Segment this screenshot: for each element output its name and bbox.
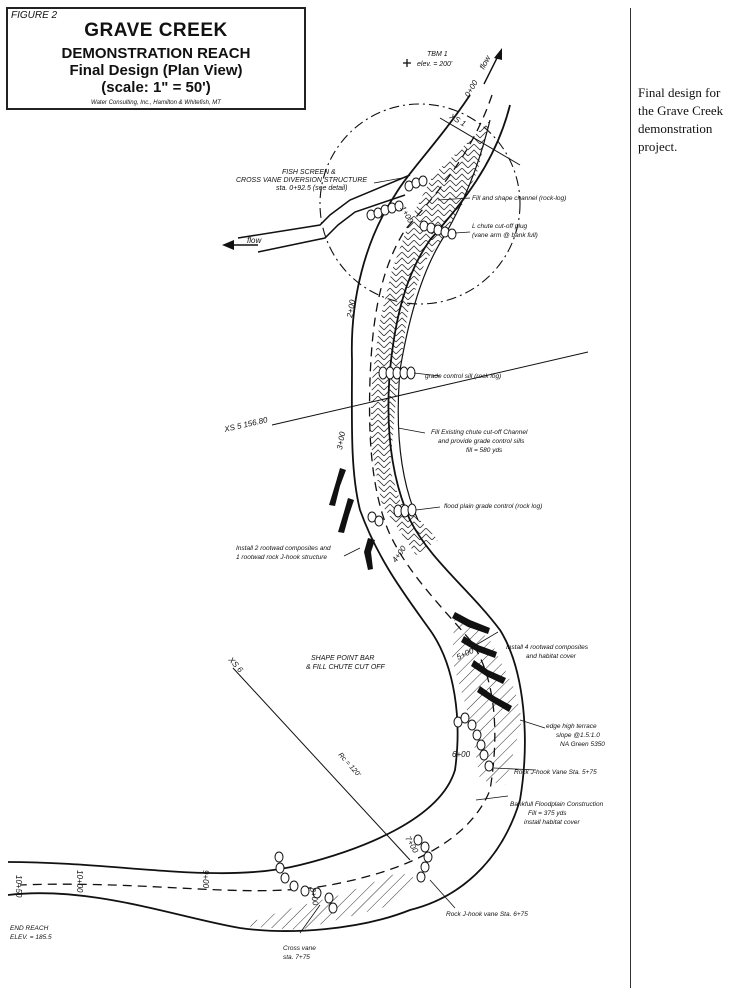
annotation-fill-shape: Fill and shape channel (rock-log) [472,195,566,202]
plan-view-map: 0+00 1+00 2+00 3+00 4+00 5+00 6+00 7+00 … [7,48,605,961]
design-drawing-sheet [0,0,632,995]
station-label: 10+50 [14,875,23,898]
annotation-edge-terrace: edge high terrace [546,723,597,730]
station-label: 2+00 [345,298,357,319]
station-label: 10+00 [75,870,84,893]
drawing-title: GRAVE CREEK [84,20,228,41]
annotation-edge-terrace: slope @1.5:1.0 [556,732,600,739]
rootwad-composites [329,468,512,712]
leader-lines [299,177,546,934]
annotation-rootwad-2: Install 2 rootwad composites and [236,545,331,552]
station-label: 6+00 [452,750,471,759]
flow-in-label: flow [478,53,493,71]
channel-right-bank [7,104,526,932]
annotation-floodplain-grade: flood plain grade control (rock log) [444,503,542,510]
annotation-edge-terrace: NA Green 5350 [560,741,605,748]
annotation-end-reach: END REACH [10,925,49,932]
flow-out-arrowhead [222,240,234,250]
channel-centerline [19,94,496,892]
drawing-scale: (scale: 1" = 50') [101,79,211,96]
annotation-shape-point: SHAPE POINT BAR [311,655,374,662]
caption-line: the Grave Creek [638,103,724,118]
annotation-fish-screen: sta. 0+92.5 (see detail) [276,185,347,192]
station-labels: 0+00 1+00 2+00 3+00 4+00 5+00 6+00 7+00 … [14,78,480,906]
sheet-border [630,8,631,988]
xs1-line [439,117,521,166]
xs5-label: XS 5 156.80 [222,415,268,434]
rock-log-structures [274,175,494,914]
title-block: FIGURE 2 GRAVE CREEK DEMONSTRATION REACH… [6,7,306,110]
annotation-rootwad-4: and habitat cover [526,653,577,660]
xs6-line [232,667,411,861]
radius-label: Rc = 120' [337,752,362,779]
annotation-grade-sill: grade control sill (rock log) [425,373,501,380]
annotation-rootwad-2: 1 rootwad rock J-hook structure [236,554,327,561]
station-label: 3+00 [335,430,347,450]
annotation-bankfull: Fill = 375 yds [528,810,567,817]
xs6-label: XS 6 [226,655,245,675]
station-label: 9+00 [201,870,210,889]
benchmark-name: TBM 1 [427,51,448,58]
annotation-bankfull: Bankfull Floodplain Construction [510,801,604,808]
xs1-label: XS 1 [447,111,467,128]
annotation-end-reach: ELEV. = 185.5 [10,934,52,941]
xs5-line [271,351,589,426]
annotation-fill-chute: fill = 580 yds [466,447,503,454]
annotation-fill-chute: and provide grade control sills [438,438,525,445]
annotation-shape-point: & FILL CHUTE CUT OFF [306,664,386,671]
annotation-jhook-675: Rock J-hook vane Sta. 6+75 [446,911,528,918]
annotation-jhook-575: Rock J-hook Vane Sta. 5+75 [514,769,597,776]
annotation-lchute: L chute cut-off plug [472,223,528,230]
benchmark-elevation: elev. = 200' [417,61,453,68]
annotation-cross-vane: sta. 7+75 [283,954,310,961]
annotation-cross-vane: Cross vane [283,945,316,952]
fill-area-upper [370,120,490,555]
flow-out-label: flow [247,236,262,245]
diversion-detail-circle [319,103,521,305]
benchmark-marker [403,59,411,67]
figure-label: FIGURE 2 [11,10,58,21]
diversion-channel-bottom [257,194,406,253]
outer-fill-boundary [397,119,491,521]
annotation-fish-screen: FISH SCREEN & [282,169,336,176]
diversion-channel-top [237,174,411,239]
station-label: 8+00 [308,887,320,907]
caption-line: project. [638,139,678,154]
station-label: 4+00 [390,544,408,564]
annotation-lchute: (vane arm @ bank full) [472,232,538,239]
annotation-bankfull: install habitat cover [524,819,580,826]
station-label: 0+00 [463,78,480,99]
flow-in-arrow [483,55,499,85]
drawing-credit: Water Consulting, Inc., Hamilton & White… [91,100,221,106]
channel-left-bank [7,94,471,875]
figure-caption: Final design for the Grave Creek demonst… [638,84,750,156]
drawing-view: Final Design (Plan View) [69,62,243,79]
caption-line: demonstration [638,121,713,136]
annotation-fish-screen: CROSS VANE DIVERSION STRUCTURE [236,177,367,184]
flow-in-arrowhead [494,48,502,60]
caption-line: Final design for [638,85,721,100]
drawing-subtitle: DEMONSTRATION REACH [61,45,251,62]
annotation-rootwad-4: Install 4 rootwad composites [506,644,589,651]
annotation-fill-chute: Fill Existing chute cut-off Channel [431,429,528,436]
